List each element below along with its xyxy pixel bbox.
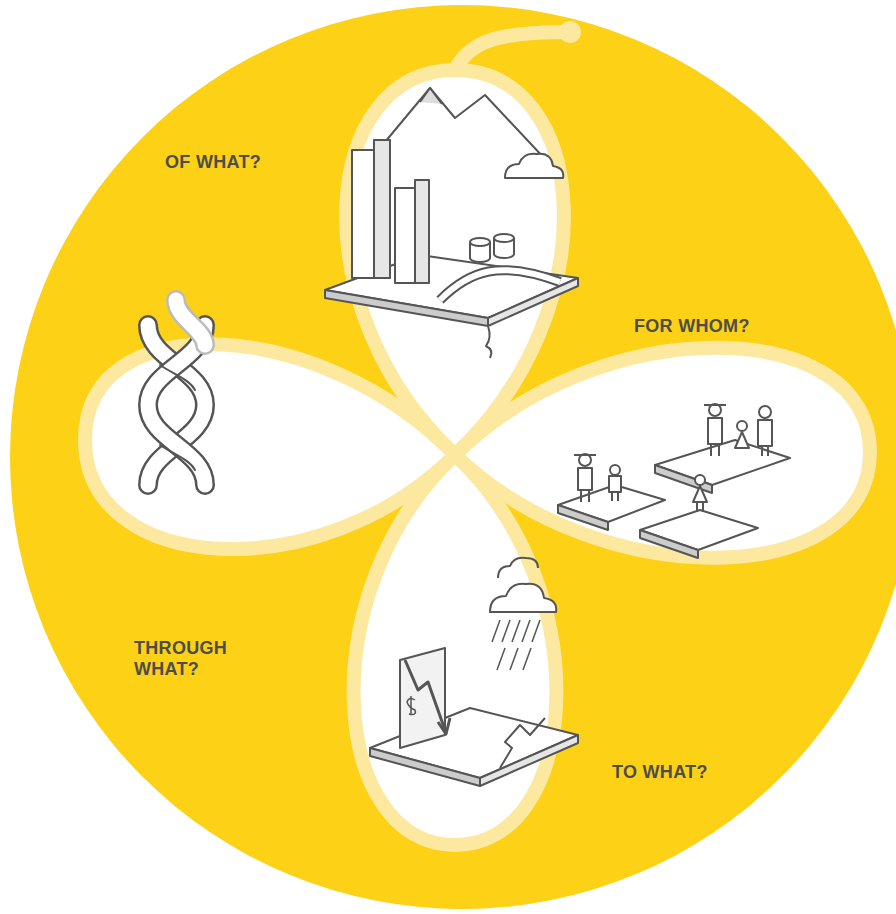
building [374, 140, 390, 278]
person [693, 475, 707, 512]
person [758, 406, 772, 456]
building [415, 180, 429, 283]
strand-outline [176, 300, 205, 345]
braid-crossing [160, 365, 195, 470]
person [609, 465, 621, 501]
tank [494, 234, 514, 258]
crack [500, 718, 545, 768]
question-label: OF WHAT? [165, 152, 325, 173]
plate-edge [558, 505, 608, 530]
person [574, 454, 596, 502]
person [735, 421, 749, 448]
plate-edge [480, 735, 578, 786]
road [440, 270, 560, 300]
rain [492, 620, 540, 670]
arrow-head [438, 718, 450, 734]
road-inner [440, 270, 560, 300]
people-icon [558, 404, 790, 558]
cloud [490, 584, 556, 612]
person [704, 404, 726, 456]
cloud [505, 154, 563, 178]
melt-drip [486, 326, 491, 358]
snow-cap [420, 88, 442, 104]
braid-icon [148, 300, 205, 485]
hazard-icon [370, 558, 578, 786]
chart-panel [400, 648, 445, 748]
plate-edge [640, 530, 698, 558]
loop-petals [85, 70, 870, 845]
plate-edge [488, 278, 578, 326]
tank [470, 238, 490, 262]
strand [176, 300, 205, 345]
loop-start-dot [559, 21, 581, 43]
building [352, 150, 374, 278]
background-disc [10, 5, 896, 909]
building [395, 188, 415, 283]
bottom-petal [354, 455, 557, 845]
plate-edge [370, 748, 480, 786]
plate-edge [325, 290, 488, 326]
landscape-icon [325, 88, 578, 358]
cloud [498, 558, 538, 578]
dollar-sign [407, 696, 415, 715]
question-label: THROUGH WHAT? [134, 638, 244, 680]
plate-edge [655, 465, 712, 493]
question-label: TO WHAT? [612, 762, 762, 783]
question-label: FOR WHOM? [634, 316, 814, 337]
trend-line [405, 660, 445, 730]
loop-tail [455, 32, 570, 70]
